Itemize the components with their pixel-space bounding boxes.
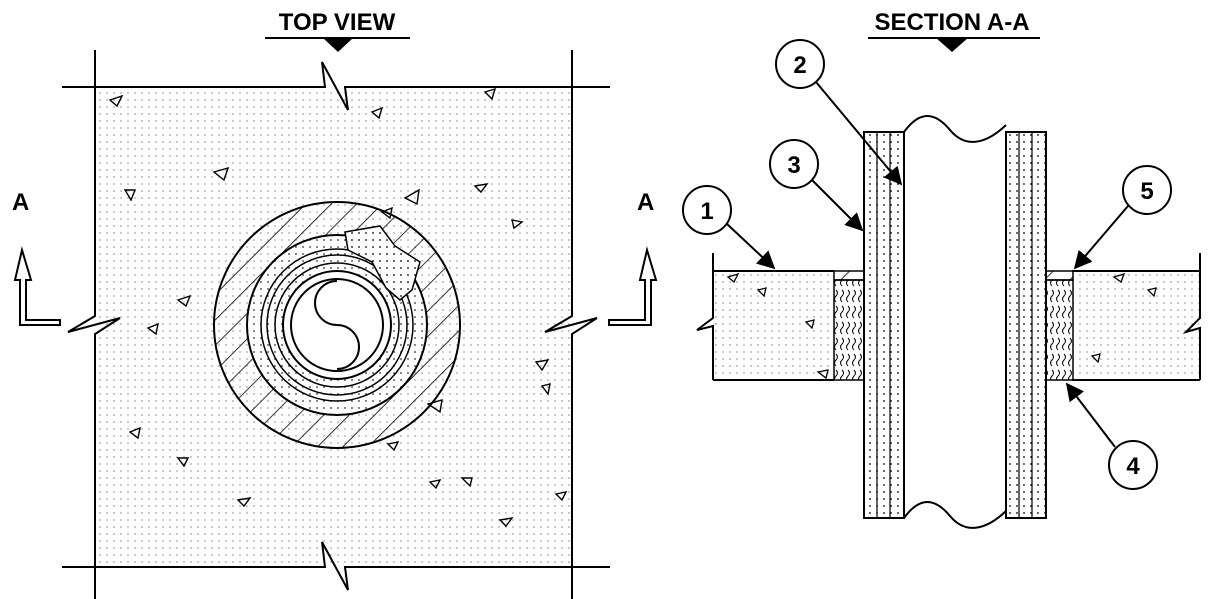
callout-1: 1 xyxy=(682,185,776,270)
svg-text:4: 4 xyxy=(1126,453,1140,480)
slab-section xyxy=(696,253,1201,381)
top-view-title-pointer xyxy=(323,38,353,52)
svg-text:A: A xyxy=(637,189,654,216)
aggregate-marks xyxy=(108,87,568,528)
svg-text:1: 1 xyxy=(700,198,713,225)
svg-text:3: 3 xyxy=(787,152,800,179)
callout-3: 3 xyxy=(769,139,864,232)
svg-text:5: 5 xyxy=(1140,178,1153,205)
wrap-layers xyxy=(863,131,1047,519)
section-view-title: SECTION A-A xyxy=(874,9,1029,36)
section-view: SECTION A-A xyxy=(682,9,1201,529)
pipe-section xyxy=(903,115,1007,529)
section-marker-right: A xyxy=(608,189,658,326)
penetration-assembly xyxy=(213,201,461,449)
section-view-title-pointer xyxy=(936,38,968,52)
section-marker-left: A xyxy=(12,189,61,326)
callout-2: 2 xyxy=(775,39,903,186)
callout-4: 4 xyxy=(1065,382,1158,490)
pipe-symbol xyxy=(314,280,360,370)
svg-text:2: 2 xyxy=(793,52,806,79)
top-view: TOP VIEW xyxy=(12,9,658,599)
callout-5: 5 xyxy=(1073,165,1172,270)
top-view-title: TOP VIEW xyxy=(279,9,396,36)
svg-text:A: A xyxy=(12,189,29,216)
